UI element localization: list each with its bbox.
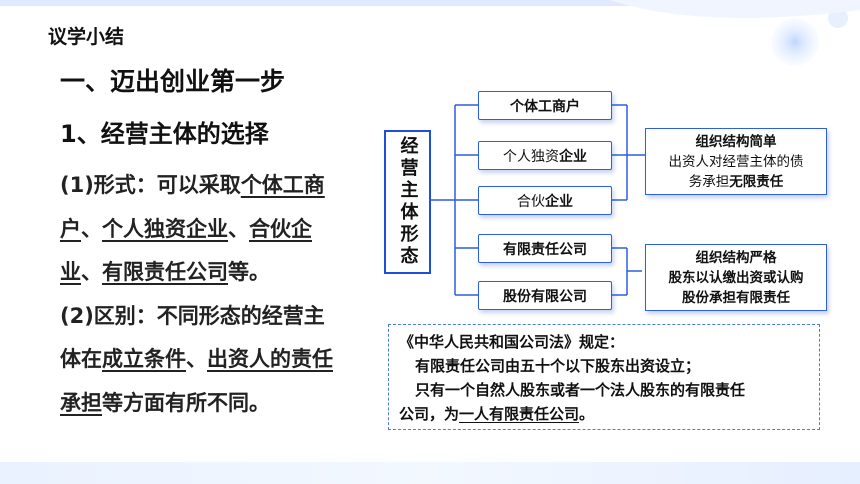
law-line-2: 有限责任公司由五十个以下股东出资设立； <box>415 357 701 375</box>
unlimited-line2: 出资人对经营主体的债 <box>668 154 804 170</box>
separator: 、 <box>228 216 249 241</box>
separator: 、 <box>81 260 102 284</box>
unlimited-line3-pre: 务承担 <box>688 174 730 190</box>
unlimited-liability-box: 组织结构简单 出资人对经营主体的债 务承担无限责任 <box>645 128 827 195</box>
form-box-partnership: 合伙企业 <box>478 186 612 215</box>
bottom-band <box>0 462 860 484</box>
one-person-llc: 一人有限责任公司 <box>459 405 580 423</box>
unlimited-line3-bold: 无限责任 <box>729 174 784 190</box>
law-line-4-post: 。 <box>579 405 595 423</box>
separator: 、 <box>81 216 102 241</box>
law-line-4: 公司，为一人有限责任公司。 <box>399 403 594 424</box>
form-llc: 有限责任公司 <box>102 260 228 284</box>
law-line-4-pre: 公司，为 <box>399 405 460 423</box>
form-partnership: 合伙企业 <box>60 216 312 285</box>
diff-liability: 出资人的责任承担 <box>60 347 333 415</box>
p2-suffix: 等方面有所不同。 <box>102 390 270 415</box>
law-line-3: 只有一个自然人股东或者一个法人股东的有限责任 <box>415 381 746 399</box>
form-label: 个体工商户 <box>510 98 580 115</box>
body-text: (1)形式：可以采取个体工商户、个人独资企业、合伙企业、有限责任公司等。 (2)… <box>60 164 335 425</box>
separator: 、 <box>186 347 207 371</box>
diff-conditions: 成立条件 <box>102 347 186 371</box>
form-sole-proprietorship: 个人独资企业 <box>102 216 228 241</box>
limited-line1: 组织结构严格 <box>695 250 777 266</box>
form-individual-business: 个体工商户 <box>60 173 325 241</box>
form-label: 个人独资 <box>503 148 559 165</box>
p2-prefix: (2)区别：不同形态的经营主体在 <box>60 303 325 372</box>
p1-prefix: (1)形式：可以采取 <box>60 173 241 197</box>
form-label: 有限责任公司 <box>503 241 587 258</box>
limited-line3: 股份承担有限责任 <box>682 290 790 306</box>
limited-liability-box: 组织结构严格 股东以认缴出资或认购 股份承担有限责任 <box>645 244 827 311</box>
form-label-bold: 企业 <box>545 193 573 210</box>
section-eyebrow: 议学小结 <box>48 26 125 48</box>
form-label-bold: 企业 <box>559 148 587 165</box>
center-label-box: 经营主体形态 <box>384 130 431 274</box>
form-label: 股份有限公司 <box>503 288 587 305</box>
unlimited-line3: 务承担无限责任 <box>646 172 826 192</box>
form-box-joint-stock: 股份有限公司 <box>478 281 612 310</box>
slide-title: 一、迈出创业第一步 <box>60 67 286 96</box>
form-box-llc: 有限责任公司 <box>478 234 612 263</box>
law-line-1: 《中华人民共和国公司法》规定： <box>399 333 625 351</box>
form-label: 合伙 <box>517 193 545 210</box>
limited-line2: 股东以认缴出资或认购 <box>668 270 804 286</box>
form-box-sole-proprietorship: 个人独资企业 <box>478 141 612 170</box>
company-law-box: 《中华人民共和国公司法》规定： 有限责任公司由五十个以下股东出资设立； 只有一个… <box>388 324 820 430</box>
slide-subtitle: 1、经营主体的选择 <box>60 120 269 148</box>
unlimited-line1: 组织结构简单 <box>695 134 777 150</box>
form-box-individual-business: 个体工商户 <box>478 91 612 120</box>
center-label: 经营主体形态 <box>397 136 419 268</box>
p1-suffix: 等。 <box>228 260 270 284</box>
